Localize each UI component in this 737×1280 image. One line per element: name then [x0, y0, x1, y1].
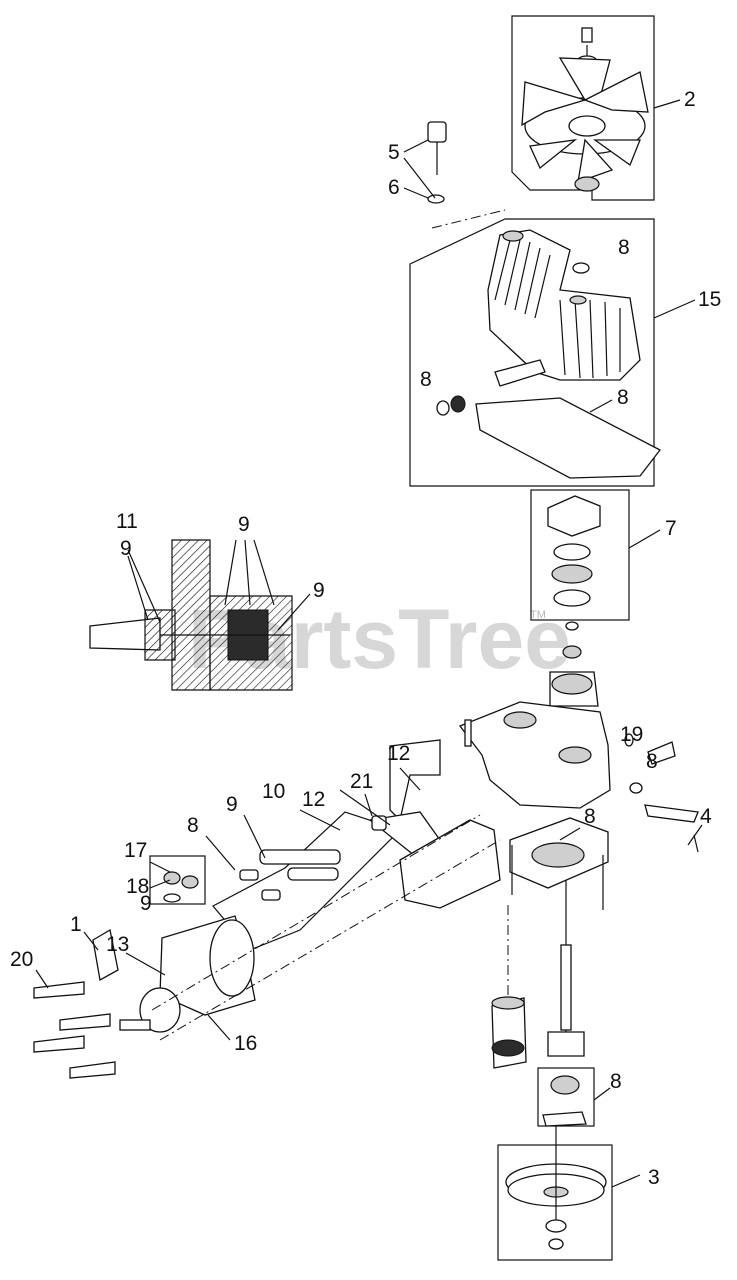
- thrust-bearing-assembly: [530, 489, 661, 621]
- callout-17: 17: [124, 839, 147, 862]
- callout-8-center: 8: [646, 750, 658, 773]
- callout-7: 7: [665, 517, 677, 540]
- callout-8-valve: 8: [584, 805, 596, 828]
- callout-12-right: 12: [387, 742, 410, 765]
- cylinder-block: [549, 621, 599, 707]
- callout-3: 3: [648, 1166, 660, 1189]
- housing-cover-assembly: [409, 209, 696, 487]
- callout-8-cover: 8: [618, 236, 630, 259]
- callout-9-left: 9: [120, 537, 132, 560]
- leader-lines: [35, 767, 581, 1041]
- fan-assembly: [511, 15, 681, 201]
- callout-8-left: 8: [187, 814, 199, 837]
- callout-6: 6: [388, 176, 400, 199]
- callout-9-lower: 9: [140, 892, 152, 915]
- pulley-assembly: [497, 1126, 641, 1261]
- callout-9-upper: 9: [238, 513, 250, 536]
- callout-16: 16: [234, 1032, 257, 1055]
- callout-18: 18: [126, 875, 149, 898]
- callout-21: 21: [350, 770, 373, 793]
- watermark-trademark: TM: [530, 609, 546, 621]
- callout-9-mid: 9: [226, 793, 238, 816]
- callout-19: 19: [620, 723, 643, 746]
- callout-10: 10: [262, 780, 285, 803]
- breather-cap: [403, 121, 447, 204]
- center-section: [458, 701, 703, 1035]
- callout-11: 11: [116, 510, 138, 533]
- callout-12-left: 12: [302, 788, 325, 811]
- pulley-fan-hub: [537, 1067, 611, 1127]
- callout-4: 4: [700, 805, 712, 828]
- callout-8-hub: 8: [610, 1070, 622, 1093]
- cutaway-view: [89, 539, 311, 691]
- callout-9-right: 9: [313, 579, 325, 602]
- callout-labels: 2 5 6 8 15 8 8 7 11 9 9 9 19 12 8 21 10 …: [10, 88, 721, 1189]
- callout-8-seal: 8: [420, 368, 432, 391]
- callout-5: 5: [388, 141, 400, 164]
- callout-20: 20: [10, 948, 33, 971]
- callout-15: 15: [698, 288, 721, 311]
- callout-1: 1: [70, 913, 82, 936]
- callout-2: 2: [684, 88, 696, 111]
- callout-13: 13: [106, 933, 129, 956]
- motor-section: [33, 739, 501, 1079]
- input-shaft: [491, 880, 585, 1069]
- callout-8-gasket: 8: [617, 386, 629, 409]
